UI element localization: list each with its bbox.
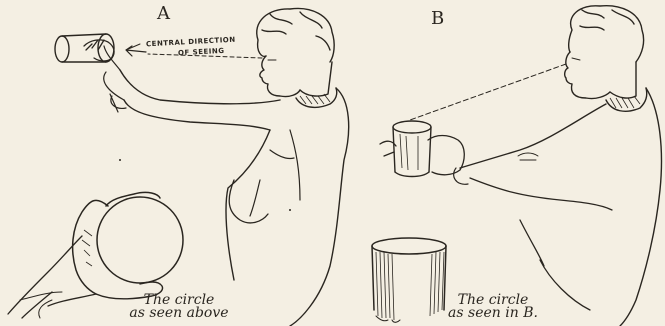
caption-b-line2: as seen in B. <box>434 307 552 320</box>
panel-letter-b: B <box>431 8 444 29</box>
figure-b <box>380 6 661 326</box>
caption-b: The circle as seen in B. <box>434 294 552 320</box>
caption-a-line2: as seen above <box>108 307 250 320</box>
panel-letter-a: A <box>157 3 170 24</box>
sight-line-b <box>410 64 566 120</box>
caption-a: The circle as seen above <box>108 294 250 320</box>
